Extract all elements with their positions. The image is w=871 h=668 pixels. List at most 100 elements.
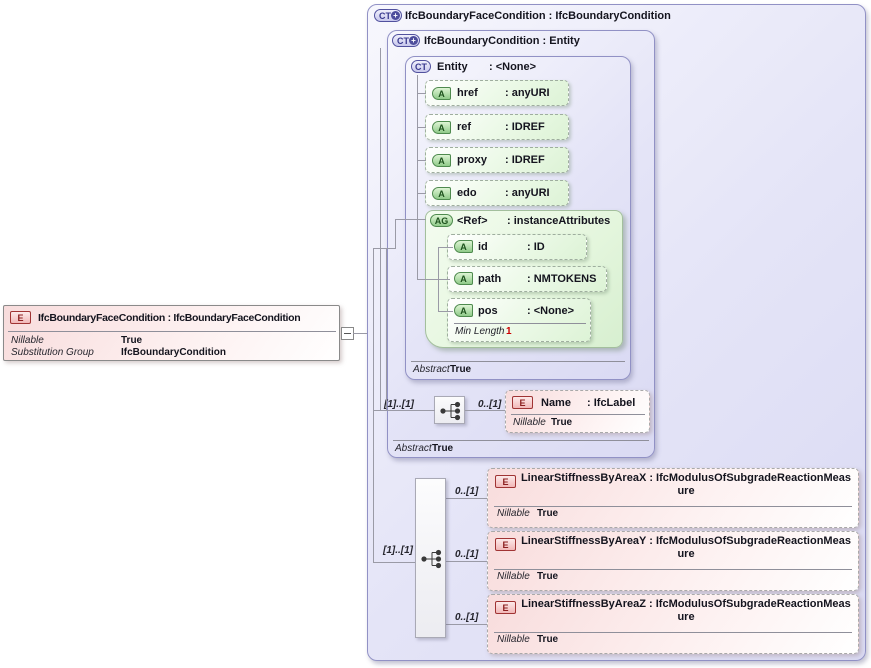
connector-line [446, 561, 487, 562]
connector-line [373, 248, 396, 249]
abstract-value: True [450, 364, 472, 375]
nillable-value: True [537, 571, 559, 582]
element-badge: E [495, 538, 516, 551]
attribute-badge: A [454, 304, 473, 317]
divider [411, 361, 625, 362]
attribute-box-href[interactable]: A href : anyURI [425, 80, 569, 106]
element-badge: E [10, 311, 31, 324]
attribute-box-pos[interactable]: A pos : <None> Min Length 1 [447, 298, 591, 342]
element-title: LinearStiffnessByAreaX : IfcModulusOfSub… [520, 472, 852, 497]
element-box-linearstiffnessbyareax[interactable]: E LinearStiffnessByAreaX : IfcModulusOfS… [487, 468, 859, 528]
element-badge: E [495, 601, 516, 614]
element-badge: E [495, 475, 516, 488]
plus-icon: + [391, 11, 400, 20]
attribute-badge: A [432, 87, 451, 100]
attribute-type: : NMTOKENS [527, 273, 597, 285]
divider [454, 323, 586, 324]
cardinality-label: 0..[1] [455, 612, 479, 623]
connector-line [373, 410, 435, 411]
connector-line [386, 248, 387, 410]
divider [8, 331, 336, 332]
complextype-box-base[interactable]: CT + IfcBoundaryCondition : Entity CT En… [384, 30, 655, 458]
ct-badge-text: CT [397, 36, 409, 46]
attribute-badge: A [454, 272, 473, 285]
cardinality-label: 0..[1] [455, 486, 479, 497]
divider [494, 569, 852, 570]
connector-line [446, 498, 487, 499]
attribute-name: path [478, 273, 502, 285]
attribute-badge: A [432, 154, 451, 167]
attribute-type: : IDREF [505, 121, 545, 133]
connector-line [373, 248, 374, 562]
attribute-box-edo[interactable]: A edo : anyURI [425, 180, 569, 206]
connector-line [373, 562, 416, 563]
element-type: : IfcLabel [587, 397, 636, 409]
substitution-group-value: IfcBoundaryCondition [121, 347, 226, 358]
element-box-linearstiffnessbyareaz[interactable]: E LinearStiffnessByAreaZ : IfcModulusOfS… [487, 594, 859, 654]
attribute-type: : IDREF [505, 154, 545, 166]
nillable-label: Nillable [513, 417, 546, 428]
connector-line [417, 75, 418, 280]
nillable-value: True [537, 634, 559, 645]
connector-line [417, 193, 426, 194]
attribute-group-badge: AG [430, 214, 453, 227]
sequence-indicator[interactable] [415, 478, 446, 638]
complextype-badge: CT + [374, 9, 402, 22]
attribute-badge: A [432, 121, 451, 134]
complextype-badge: CT [411, 60, 431, 73]
connector-line [417, 127, 426, 128]
connector-line [395, 219, 396, 249]
connector-line [438, 247, 439, 311]
attribute-badge: A [454, 240, 473, 253]
sequence-icon [421, 549, 442, 569]
attribute-group-box[interactable]: AG <Ref> : instanceAttributes A id : ID … [425, 210, 623, 348]
attribute-type: : ID [527, 241, 545, 253]
attribute-name: edo [457, 187, 477, 199]
connector-line [417, 160, 426, 161]
connector-line [395, 219, 426, 220]
divider [393, 440, 649, 441]
ct-badge-text: CT [379, 11, 391, 21]
cardinality-label: 0..[1] [455, 549, 479, 560]
divider [511, 414, 645, 415]
attribute-box-id[interactable]: A id : ID [447, 234, 587, 260]
connector-line [380, 48, 381, 410]
connector-line [417, 279, 450, 280]
element-box-root[interactable]: E IfcBoundaryFaceCondition : IfcBoundary… [3, 305, 340, 361]
sequence-icon [440, 401, 461, 421]
element-title: IfcBoundaryFaceCondition : IfcBoundaryFa… [38, 312, 301, 324]
entity-type: : <None> [489, 61, 537, 73]
connector-line [438, 247, 453, 248]
attribute-badge: A [432, 187, 451, 200]
element-box-name[interactable]: E Name : IfcLabel Nillable True [505, 390, 650, 433]
element-title: LinearStiffnessByAreaZ : IfcModulusOfSub… [521, 598, 851, 623]
attribute-group-name: <Ref> [457, 215, 488, 227]
element-title: LinearStiffnessByAreaY : IfcModulusOfSub… [521, 535, 851, 560]
complextype-box-outer[interactable]: CT + IfcBoundaryFaceCondition : IfcBound… [367, 4, 866, 661]
entity-name: Entity [437, 61, 468, 73]
facet-label: Min Length [455, 326, 505, 337]
abstract-value: True [432, 443, 454, 454]
connector-line [438, 311, 453, 312]
complextype-box-entity[interactable]: CT Entity : <None> A href : anyURI A ref… [405, 56, 631, 380]
sequence-indicator[interactable] [434, 396, 465, 424]
nillable-value: True [551, 417, 573, 428]
attribute-group-type: : instanceAttributes [507, 215, 611, 227]
facet-value: 1 [506, 326, 512, 337]
element-badge: E [512, 396, 533, 409]
connector-line [417, 93, 426, 94]
attribute-box-path[interactable]: A path : NMTOKENS [447, 266, 607, 292]
element-name: Name [541, 397, 571, 409]
nillable-value: True [537, 508, 559, 519]
abstract-label: Abstract [413, 364, 450, 375]
attribute-name: ref [457, 121, 472, 133]
attribute-type: : anyURI [505, 187, 550, 199]
attribute-type: : <None> [527, 305, 575, 317]
substitution-group-label: Substitution Group [11, 347, 94, 358]
nillable-label: Nillable [497, 571, 530, 582]
element-box-linearstiffnessbyareay[interactable]: E LinearStiffnessByAreaY : IfcModulusOfS… [487, 531, 859, 591]
cardinality-label: 0..[1] [478, 399, 502, 410]
connector-line [353, 333, 368, 334]
attribute-box-ref[interactable]: A ref : IDREF [425, 114, 569, 140]
attribute-box-proxy[interactable]: A proxy : IDREF [425, 147, 569, 173]
